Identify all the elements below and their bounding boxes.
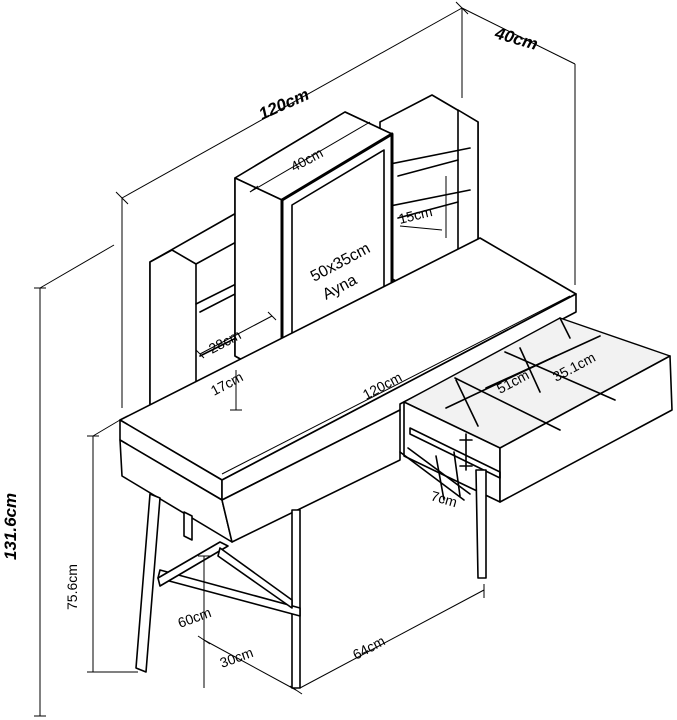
label-leg-span: 64cm: [350, 632, 388, 662]
hutch-unit: [149, 94, 479, 429]
label-depth-total: 40cm: [492, 23, 540, 54]
label-drawer-height: 7cm: [429, 488, 459, 511]
overall-dimension-lines: [34, 1, 576, 717]
desk-body: [119, 237, 577, 543]
drawer-open: [403, 317, 673, 503]
label-width-total: 120cm: [256, 85, 312, 124]
label-leg-depth: 30cm: [218, 644, 256, 671]
label-table-height: 75.6cm: [64, 564, 80, 610]
legs: [135, 447, 487, 689]
detail-dimension-lines: [195, 121, 571, 695]
label-leg-height: 60cm: [176, 604, 214, 631]
label-height-total: 131.6cm: [1, 493, 20, 560]
